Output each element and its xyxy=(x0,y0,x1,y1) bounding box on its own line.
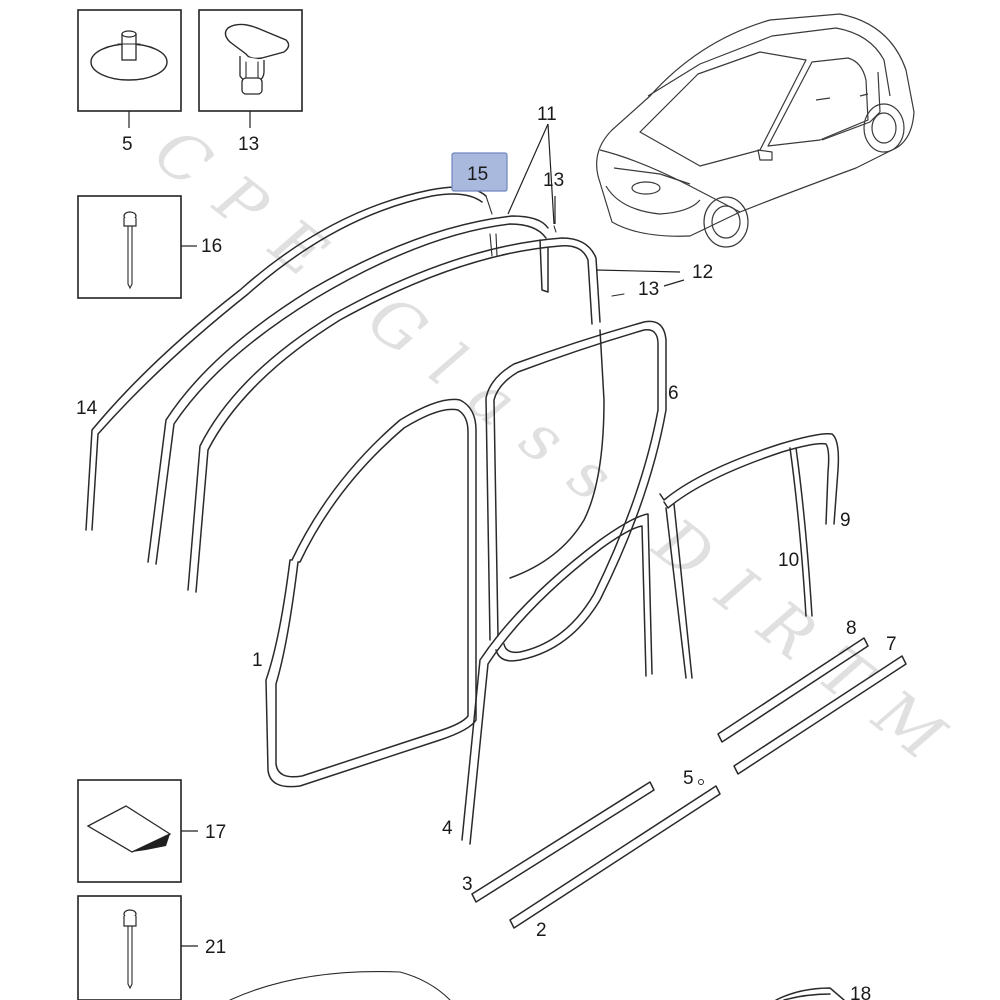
callout-13-upper: 13 xyxy=(543,170,564,191)
part-3-strip[interactable] xyxy=(471,781,655,903)
callout-11: 11 xyxy=(537,104,557,125)
part-9-quarter-seal[interactable] xyxy=(659,432,840,679)
callout-17: 17 xyxy=(205,822,226,843)
part-8-lower-strip[interactable] xyxy=(717,637,869,743)
callout-15-highlight[interactable]: 15 xyxy=(451,152,508,192)
callout-4: 4 xyxy=(442,818,453,839)
clip-5-mark[interactable] xyxy=(698,779,704,785)
callout-18: 18 xyxy=(850,984,871,1000)
part-10-strip[interactable] xyxy=(789,447,813,617)
callout-6: 6 xyxy=(668,383,679,404)
car-illustration xyxy=(596,13,915,248)
part-2-sill[interactable] xyxy=(509,785,721,929)
part-1-front-door-seal[interactable] xyxy=(265,398,477,788)
callout-2: 2 xyxy=(536,920,547,941)
callout-5-inset: 5 xyxy=(122,134,133,155)
callout-13-inset: 13 xyxy=(238,134,259,155)
callout-12: 12 xyxy=(692,262,713,283)
part-11-roof-seal[interactable] xyxy=(147,215,549,565)
part-12-roof-seal[interactable] xyxy=(187,237,601,593)
part-6-rear-door-seal[interactable] xyxy=(485,320,667,662)
callout-3: 3 xyxy=(462,874,473,895)
callout-13-lower: 13 xyxy=(638,279,659,300)
pin-13-lower[interactable] xyxy=(611,293,625,297)
pin-13-upper[interactable] xyxy=(553,225,557,233)
bottom-partial-parts xyxy=(229,971,845,1000)
callout-9: 9 xyxy=(840,510,851,531)
callout-5-clip: 5 xyxy=(683,768,694,789)
part-4-frame-seal[interactable] xyxy=(461,513,653,845)
inset-part-13[interactable] xyxy=(198,9,303,112)
callout-10: 10 xyxy=(778,550,799,571)
callout-8: 8 xyxy=(846,618,857,639)
inset-part-17[interactable] xyxy=(77,779,182,883)
inset-part-21[interactable] xyxy=(77,895,182,1000)
callout-21: 21 xyxy=(205,937,226,958)
part-15-clip[interactable] xyxy=(489,233,498,257)
part-14-roof-strip[interactable] xyxy=(85,186,493,531)
callout-16: 16 xyxy=(201,236,222,257)
callout-14: 14 xyxy=(76,398,98,419)
callout-15: 15 xyxy=(467,164,488,185)
inset-part-5[interactable] xyxy=(77,9,182,112)
part-7-sill-strip[interactable] xyxy=(733,655,907,775)
callout-1: 1 xyxy=(252,650,263,671)
inset-part-16[interactable] xyxy=(77,195,182,299)
callout-7: 7 xyxy=(886,634,897,655)
